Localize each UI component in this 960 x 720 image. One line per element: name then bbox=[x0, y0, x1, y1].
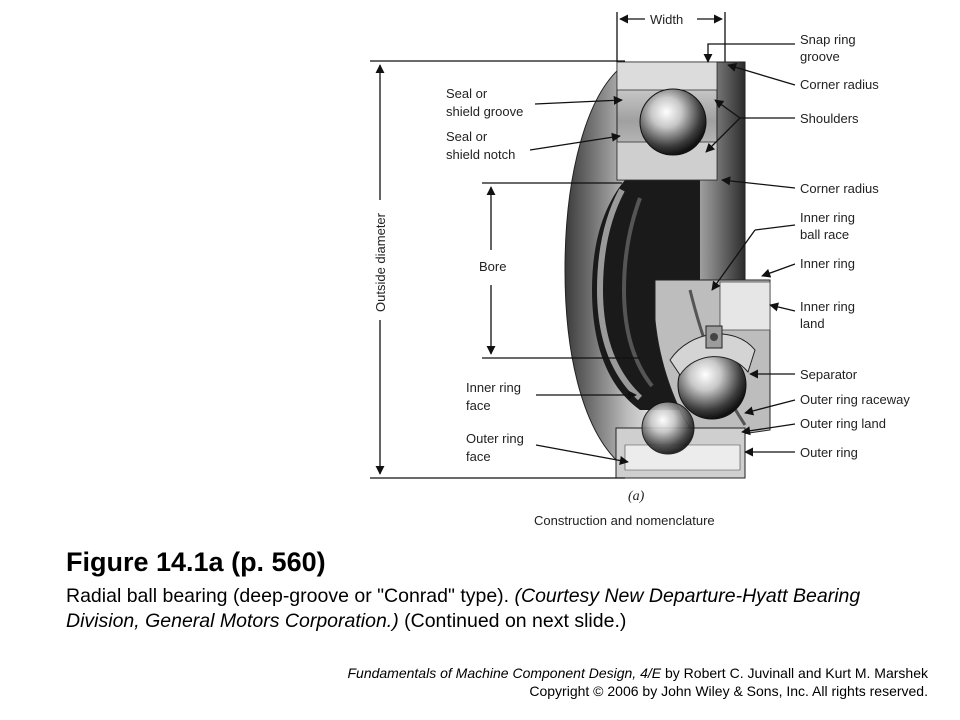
label-separator: Separator bbox=[800, 367, 858, 382]
footer-book-line: Fundamentals of Machine Component Design… bbox=[347, 664, 928, 682]
label-inner-ring-land-2: land bbox=[800, 316, 825, 331]
width-dimension: Width bbox=[616, 12, 726, 62]
description-text: Radial ball bearing (deep-groove or "Con… bbox=[66, 585, 515, 607]
bore-dimension: Bore bbox=[479, 182, 640, 359]
label-bore: Bore bbox=[479, 259, 506, 274]
label-inner-ring: Inner ring bbox=[800, 256, 855, 271]
diagram-subcaption: Construction and nomenclature bbox=[534, 513, 715, 528]
footer-authors: by Robert C. Juvinall and Kurt M. Marshe… bbox=[661, 665, 928, 681]
label-shoulders: Shoulders bbox=[800, 111, 859, 126]
figure-caption: Figure 14.1a (p. 560) Radial ball bearin… bbox=[66, 546, 926, 634]
outside-diameter-dimension: Outside diameter bbox=[370, 60, 625, 479]
label-outside-diameter: Outside diameter bbox=[373, 212, 388, 312]
label-outer-ring-raceway: Outer ring raceway bbox=[800, 392, 910, 407]
label-outer-ring-land: Outer ring land bbox=[800, 416, 886, 431]
figure-description: Radial ball bearing (deep-groove or "Con… bbox=[66, 584, 926, 634]
label-seal-groove-1: Seal or bbox=[446, 86, 488, 101]
label-corner-radius-mid: Corner radius bbox=[800, 181, 879, 196]
label-inner-ring-land-1: Inner ring bbox=[800, 299, 855, 314]
description-courtesy: (Courtesy New Departure-Hyatt Bearing Di… bbox=[66, 585, 861, 632]
label-snap-ring-groove-2: groove bbox=[800, 49, 840, 64]
footer-book-title: Fundamentals of Machine Component Design… bbox=[347, 665, 662, 681]
label-outer-ring-face-2: face bbox=[466, 449, 491, 464]
description-continued: (Continued on next slide.) bbox=[398, 610, 627, 632]
label-inner-ring-face-1: Inner ring bbox=[466, 380, 521, 395]
copyright-footer: Fundamentals of Machine Component Design… bbox=[347, 664, 928, 700]
label-seal-groove-2: shield groove bbox=[446, 104, 523, 119]
left-labels: Seal or shield groove Seal or shield not… bbox=[446, 86, 637, 465]
label-inner-ring-ball-race-2: ball race bbox=[800, 227, 849, 242]
label-snap-ring-groove-1: Snap ring bbox=[800, 32, 856, 47]
figure-title: Figure 14.1a (p. 560) bbox=[66, 547, 326, 577]
bearing-diagram: Width Outside diameter Bore Snap ring gr… bbox=[370, 12, 910, 528]
label-outer-ring: Outer ring bbox=[800, 445, 858, 460]
label-outer-ring-face-1: Outer ring bbox=[466, 431, 524, 446]
label-width: Width bbox=[650, 12, 683, 27]
footer-copyright: Copyright © 2006 by John Wiley & Sons, I… bbox=[529, 683, 928, 699]
label-corner-radius-top: Corner radius bbox=[800, 77, 879, 92]
label-inner-ring-face-2: face bbox=[466, 398, 491, 413]
label-seal-notch-2: shield notch bbox=[446, 147, 515, 162]
panel-letter: (a) bbox=[628, 489, 645, 504]
label-seal-notch-1: Seal or bbox=[446, 129, 488, 144]
right-labels: Snap ring groove Corner radius Shoulders… bbox=[703, 32, 910, 460]
label-inner-ring-ball-race-1: Inner ring bbox=[800, 210, 855, 225]
bearing-illustration bbox=[564, 61, 771, 479]
